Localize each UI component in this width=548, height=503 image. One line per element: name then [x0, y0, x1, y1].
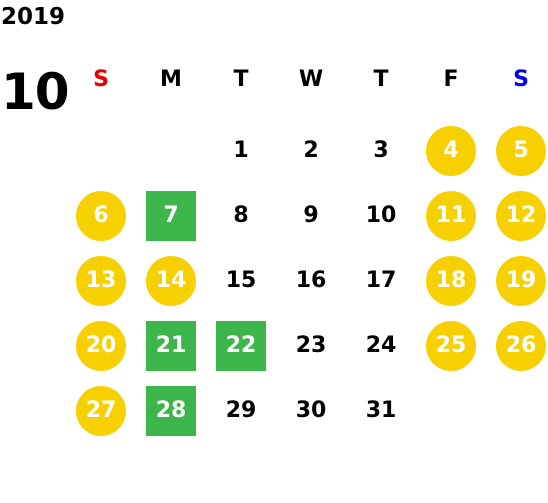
day-cell-27: 27: [76, 386, 126, 436]
day-cell-29: 29: [225, 398, 257, 423]
year-label: 2019: [1, 4, 66, 30]
day-cell-30: 30: [295, 398, 327, 423]
day-cell-1: 1: [233, 138, 249, 163]
day-cell-19: 19: [496, 256, 546, 306]
day-cell-14: 14: [146, 256, 196, 306]
day-cell-5: 5: [496, 126, 546, 176]
day-cell-8: 8: [233, 203, 249, 228]
day-cell-25: 25: [426, 321, 476, 371]
day-cell-31: 31: [365, 398, 397, 423]
day-cell-3: 3: [373, 138, 389, 163]
day-cell-13: 13: [76, 256, 126, 306]
day-cell-15: 15: [225, 268, 257, 293]
weekday-label: T: [373, 67, 389, 92]
weekday-label: S: [513, 67, 529, 92]
day-cell-2: 2: [303, 138, 319, 163]
day-cell-12: 12: [496, 191, 546, 241]
month-number: 10: [1, 63, 70, 121]
day-cell-18: 18: [426, 256, 476, 306]
day-cell-21: 21: [146, 321, 196, 371]
day-cell-6: 6: [76, 191, 126, 241]
weekday-label: T: [233, 67, 249, 92]
day-cell-24: 24: [365, 333, 397, 358]
weekday-label: M: [160, 67, 182, 92]
day-cell-17: 17: [365, 268, 397, 293]
day-cell-26: 26: [496, 321, 546, 371]
day-cell-22: 22: [216, 321, 266, 371]
day-cell-20: 20: [76, 321, 126, 371]
day-cell-4: 4: [426, 126, 476, 176]
day-cell-16: 16: [295, 268, 327, 293]
day-cell-10: 10: [365, 203, 397, 228]
weekday-label: S: [93, 67, 109, 92]
day-cell-9: 9: [303, 203, 319, 228]
day-cell-28: 28: [146, 386, 196, 436]
day-cell-11: 11: [426, 191, 476, 241]
weekday-label: W: [298, 67, 324, 92]
weekday-label: F: [443, 67, 459, 92]
day-cell-7: 7: [146, 191, 196, 241]
day-cell-23: 23: [295, 333, 327, 358]
